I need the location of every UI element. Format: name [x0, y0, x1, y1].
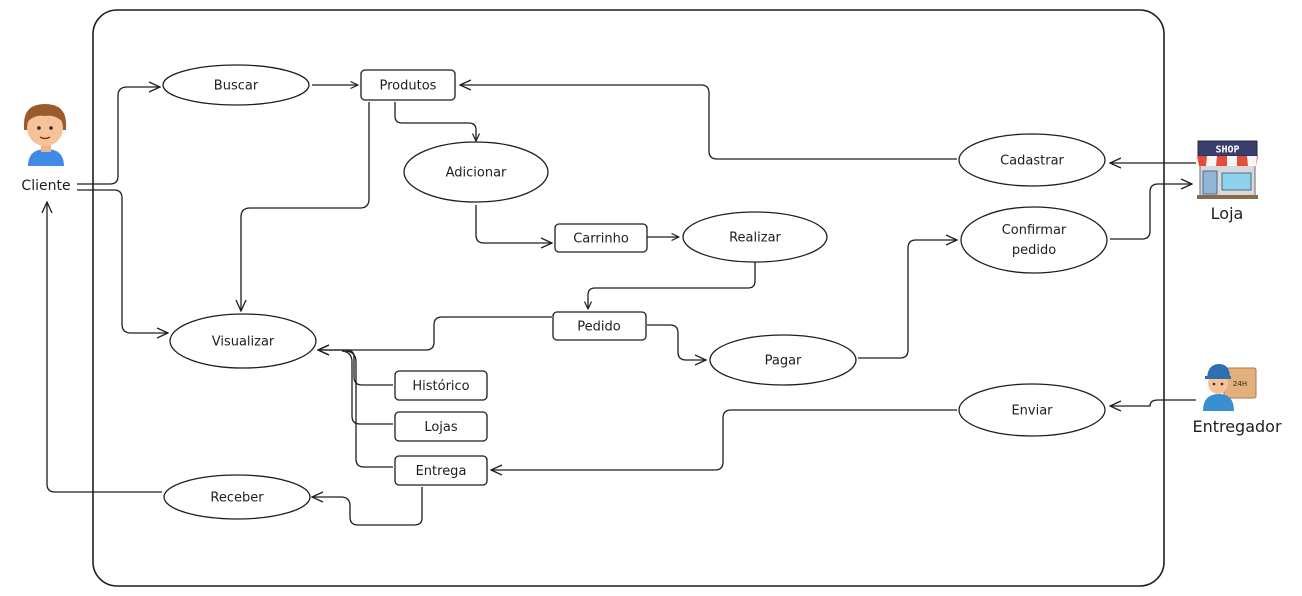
- entity-carrinho[interactable]: Carrinho: [554, 223, 648, 253]
- usecase-realizar[interactable]: Realizar: [682, 211, 828, 263]
- entity-produtos-label: Produtos: [380, 79, 437, 94]
- usecase-cadastrar-label: Cadastrar: [1000, 154, 1064, 169]
- usecase-cadastrar[interactable]: Cadastrar: [958, 133, 1106, 187]
- edge-pedido-pagar: [647, 324, 706, 360]
- usecase-receber-label: Receber: [210, 491, 264, 506]
- actor-entregador[interactable]: 24H Entregador: [1192, 364, 1282, 436]
- usecase-confirmar-pedido[interactable]: Confirmar pedido: [960, 206, 1108, 274]
- shop-sign-label: SHOP: [1215, 145, 1239, 156]
- usecase-receber[interactable]: Receber: [163, 474, 311, 520]
- cliente-avatar-icon: [24, 104, 66, 166]
- usecase-adicionar-label: Adicionar: [446, 166, 507, 181]
- edge-cadastrar-produtos: [460, 85, 957, 160]
- usecase-enviar-label: Enviar: [1011, 404, 1053, 419]
- edge-confirmar-loja: [1110, 184, 1192, 240]
- system-boundary: [92, 9, 1165, 587]
- entity-pedido-label: Pedido: [577, 320, 620, 335]
- entity-entrega-label: Entrega: [416, 464, 467, 479]
- entity-historico[interactable]: Histórico: [394, 370, 488, 401]
- edge-entregador-enviar: [1110, 399, 1196, 406]
- entity-produtos[interactable]: Produtos: [360, 69, 456, 101]
- edge-adicionar-carrinho: [475, 205, 552, 243]
- usecase-confirmar-label-2: pedido: [1012, 243, 1056, 258]
- edge-pedido-visualizar: [318, 316, 552, 350]
- usecase-visualizar[interactable]: Visualizar: [169, 313, 317, 369]
- actor-loja[interactable]: SHOP Loja: [1197, 140, 1258, 223]
- edge-historico-visualizar: [318, 350, 393, 386]
- usecase-visualizar-label: Visualizar: [212, 335, 275, 350]
- edge-cliente-buscar: [77, 87, 160, 185]
- actor-cliente[interactable]: Cliente: [21, 104, 71, 194]
- edge-enviar-entrega: [491, 409, 957, 470]
- entity-pedido[interactable]: Pedido: [552, 311, 647, 341]
- actor-loja-label: Loja: [1211, 204, 1244, 223]
- edge-receber-cliente: [47, 202, 162, 493]
- actor-entregador-label: Entregador: [1192, 417, 1282, 436]
- entity-carrinho-label: Carrinho: [573, 232, 629, 247]
- edge-produtos-adicionar: [394, 102, 476, 141]
- edge-cliente-visualizar: [77, 189, 168, 333]
- usecase-pagar[interactable]: Pagar: [709, 334, 857, 386]
- entity-entrega[interactable]: Entrega: [394, 455, 488, 486]
- entity-historico-label: Histórico: [412, 379, 469, 394]
- entity-lojas-label: Lojas: [424, 420, 458, 435]
- usecase-confirmar-label-1: Confirmar: [1002, 223, 1067, 238]
- edge-pagar-confirmar: [858, 240, 957, 359]
- edge-lojas-visualizar: [341, 350, 393, 425]
- entity-lojas[interactable]: Lojas: [394, 411, 488, 442]
- usecase-adicionar[interactable]: Adicionar: [403, 141, 549, 203]
- edge-realizar-pedido: [588, 262, 756, 309]
- actor-cliente-label: Cliente: [21, 178, 70, 194]
- box-sign-label: 24H: [1233, 380, 1247, 388]
- edge-entrega-receber: [312, 487, 423, 526]
- edge-produtos-visualizar: [241, 102, 370, 311]
- usecase-buscar[interactable]: Buscar: [162, 64, 310, 106]
- usecase-pagar-label: Pagar: [765, 354, 802, 369]
- usecase-buscar-label: Buscar: [214, 79, 259, 94]
- delivery-person-icon: 24H: [1203, 364, 1257, 411]
- shop-store-icon: SHOP: [1197, 140, 1258, 199]
- usecase-realizar-label: Realizar: [729, 231, 781, 246]
- edge-entrega-visualizar: [345, 350, 393, 468]
- usecase-enviar[interactable]: Enviar: [958, 383, 1106, 437]
